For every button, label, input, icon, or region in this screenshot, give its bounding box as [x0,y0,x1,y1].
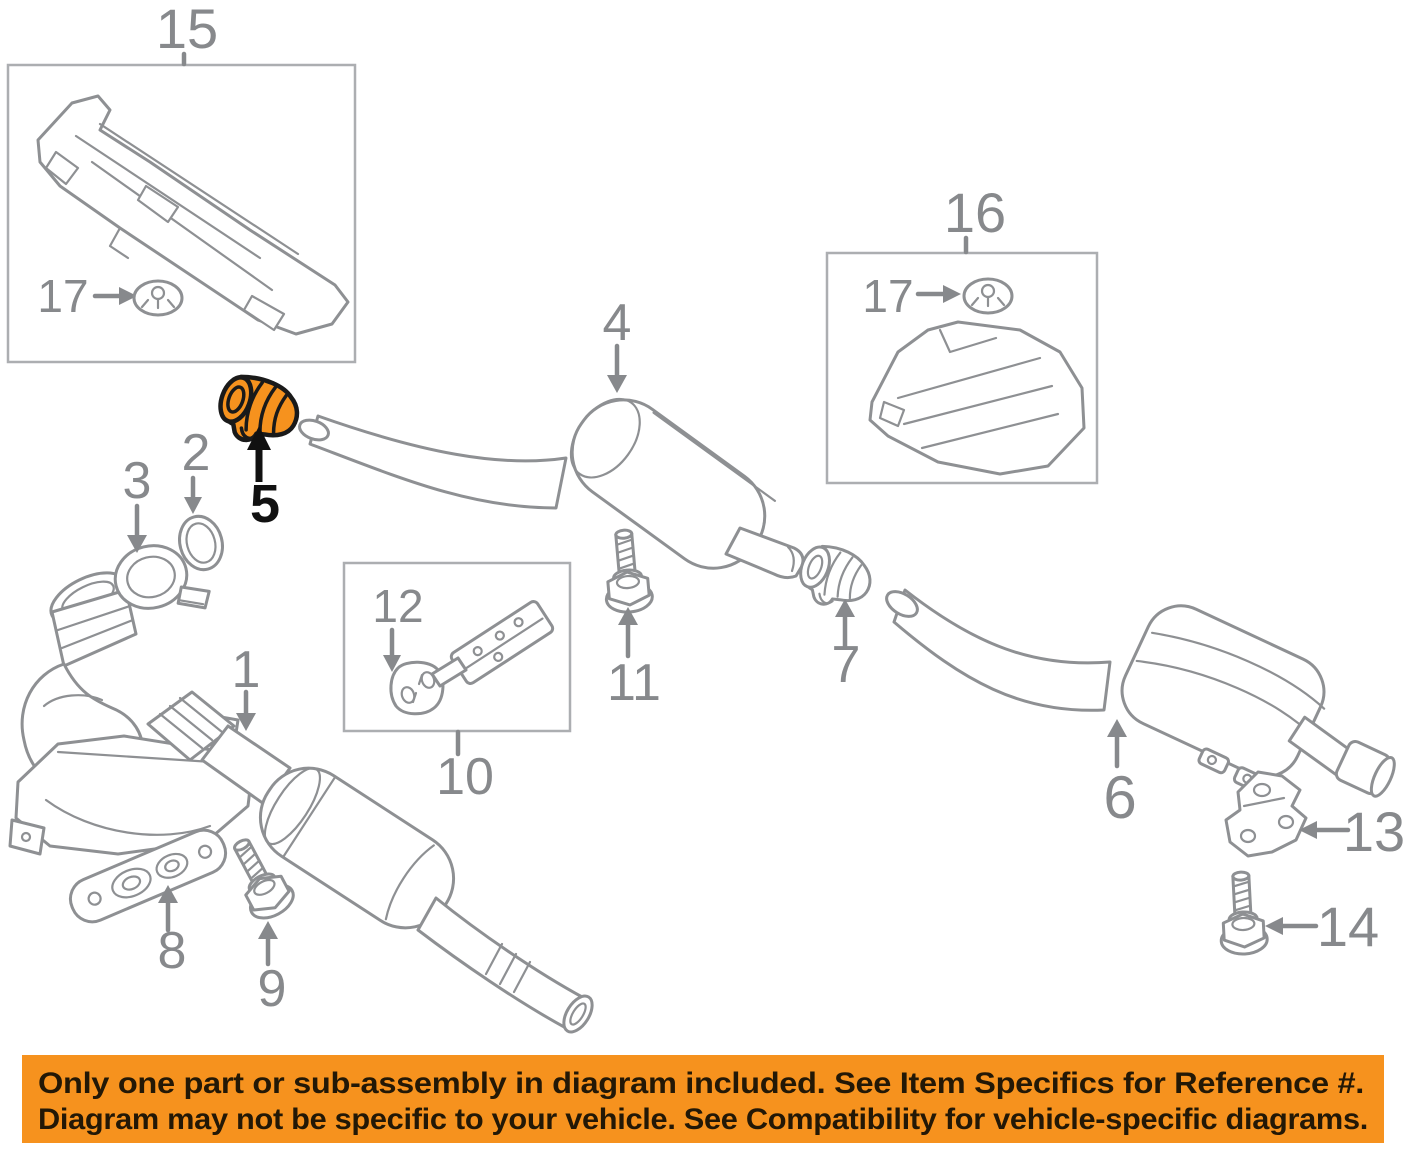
highlighted-connector-part [218,374,300,443]
pipe-clamp-part [799,544,872,606]
gasket-ring-part [178,514,224,572]
callout-4-label: 4 [603,294,632,352]
insulator-pad-part [389,660,445,716]
callout-14-label: 14 [1317,895,1379,958]
inset-box-rear-heat-shield: 16 17 [825,181,1099,485]
callout-6-arrowhead [1107,719,1127,737]
callout-12-label: 12 [372,580,423,632]
banner-background [22,1055,1384,1143]
callout-17a-label: 17 [37,270,88,322]
inset-box-bracket-assembly: 12 10 [342,561,572,806]
center-muffler-part [298,397,805,580]
callout-17b-arrowhead [943,285,961,303]
callout-14-arrowhead [1265,917,1283,935]
callout-16-label: 16 [944,181,1006,244]
callout-3-label: 3 [123,452,152,510]
inset-border [6,63,357,364]
inset-box-front-heat-shield: 15 17 [6,0,357,364]
callout-1-label: 1 [232,641,261,699]
callout-10-label: 10 [436,748,494,806]
callout-4-arrowhead [607,375,627,393]
banner-line-2: Diagram may not be specific to your vehi… [38,1103,1368,1136]
rear-bracket-part [1224,770,1308,858]
rear-bolt-part [1216,869,1270,957]
callout-12-arrowhead [383,655,401,672]
callout-2-label: 2 [182,424,211,482]
flange-plate-part [68,828,228,924]
callout-8-arrowhead [158,885,178,903]
banner-line-1: Only one part or sub-assembly in diagram… [38,1067,1364,1100]
callout-13-label: 13 [1343,800,1405,863]
disclaimer-banner: Only one part or sub-assembly in diagram… [22,1055,1384,1143]
callout-5-label: 5 [250,474,280,534]
callout-9-label: 9 [258,960,287,1018]
callout-8-label: 8 [158,922,187,980]
callout-2-arrowhead [184,497,202,514]
callout-11-label: 11 [607,654,661,712]
front-grommet-part [132,279,184,317]
inset-border [825,251,1099,485]
callout-9-arrowhead [258,921,278,939]
front-clamp-part [113,544,211,610]
callout-7-arrowhead [835,599,855,617]
rear-grommet-part [962,277,1014,315]
callout-1-arrowhead [236,713,256,731]
callout-15-label: 15 [156,0,218,60]
callout-11-arrowhead [618,607,638,625]
callout-6-label: 6 [1103,764,1136,831]
front-heat-shield-part [36,94,350,336]
hanger-bracket-part [430,600,555,688]
callout-3-arrowhead [127,535,147,553]
front-exhaust-pipe-part [8,571,594,1034]
callout-17a-arrowhead [119,287,137,305]
callout-17b-label: 17 [862,270,913,322]
center-bolt-part [599,526,655,616]
rear-muffler-part [885,588,1396,798]
callout-5-arrowhead [247,426,271,450]
rear-heat-shield-part [868,320,1086,476]
callout-13-arrowhead [1299,821,1317,839]
